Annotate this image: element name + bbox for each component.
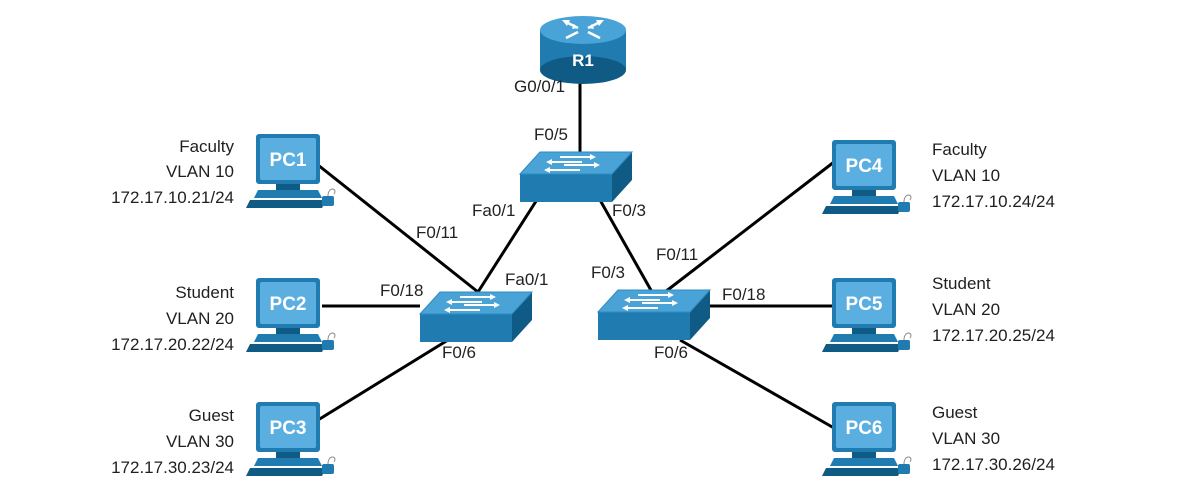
- pc3-name: PC3: [270, 418, 307, 439]
- pc5: PC5: [821, 277, 912, 353]
- pc1-vlan: VLAN 10: [166, 162, 234, 181]
- pc3-vlan: VLAN 30: [166, 432, 234, 451]
- router-arrows-icon: [562, 20, 604, 40]
- port-left-up: Fa0/1: [505, 270, 548, 289]
- pc2-ip: 172.17.20.22/24: [111, 335, 234, 354]
- link-pc4-right-switch: [664, 160, 835, 294]
- pc4-vlan: VLAN 10: [932, 166, 1000, 185]
- pc4-ip: 172.17.10.24/24: [932, 192, 1055, 211]
- router-r1: R1: [540, 16, 626, 84]
- link-top-right-switch: [598, 199, 654, 293]
- port-top-up: F0/5: [534, 125, 568, 144]
- pc6-info: Guest VLAN 30 172.17.30.26/24: [932, 403, 1055, 474]
- pc3-ip: 172.17.30.23/24: [111, 458, 234, 477]
- pc3-info: Guest VLAN 30 172.17.30.23/24: [111, 406, 234, 477]
- port-top-left: Fa0/1: [472, 201, 515, 220]
- pc1-ip: 172.17.10.21/24: [111, 188, 234, 207]
- pc6-vlan: VLAN 30: [932, 429, 1000, 448]
- pc4: PC4: [821, 139, 912, 215]
- pc1-name: PC1: [270, 150, 307, 171]
- pc1: PC1: [245, 133, 336, 209]
- pc3: PC3: [245, 401, 336, 477]
- pc4-name: PC4: [846, 156, 883, 177]
- pc4-info: Faculty VLAN 10 172.17.10.24/24: [932, 140, 1055, 211]
- pc5-ip: 172.17.20.25/24: [932, 326, 1055, 345]
- pc6-name: PC6: [846, 418, 883, 439]
- switch-right: [597, 289, 711, 341]
- port-right-up: F0/3: [591, 263, 625, 282]
- pc5-role: Student: [932, 274, 991, 293]
- pc5-name: PC5: [846, 294, 883, 315]
- pc2-name: PC2: [270, 294, 307, 315]
- pc6-ip: 172.17.30.26/24: [932, 455, 1055, 474]
- pc6-role: Guest: [932, 403, 978, 422]
- router-name: R1: [572, 51, 594, 70]
- port-left-pc2: F0/18: [380, 281, 423, 300]
- pc3-role: Guest: [189, 406, 235, 425]
- pc2-info: Student VLAN 20 172.17.20.22/24: [111, 283, 234, 354]
- link-pc6-right-switch: [679, 338, 835, 430]
- port-left-pc3: F0/6: [442, 343, 476, 362]
- pc5-vlan: VLAN 20: [932, 300, 1000, 319]
- links: [317, 75, 835, 430]
- link-pc3-left-switch: [317, 338, 449, 422]
- link-top-left-switch: [476, 194, 542, 293]
- port-left-pc1: F0/11: [416, 223, 458, 242]
- pc2-vlan: VLAN 20: [166, 309, 234, 328]
- port-top-right: F0/3: [612, 201, 646, 220]
- pc2-role: Student: [175, 283, 234, 302]
- port-right-pc6: F0/6: [654, 343, 688, 362]
- link-pc1-left-switch: [317, 163, 479, 294]
- port-r1-g001: G0/0/1: [514, 77, 565, 96]
- switch-top: [519, 151, 633, 203]
- switch-left: [419, 291, 533, 343]
- pc5-info: Student VLAN 20 172.17.20.25/24: [932, 274, 1055, 345]
- pc6: PC6: [821, 401, 912, 477]
- port-right-pc5: F0/18: [722, 285, 765, 304]
- pc2: PC2: [245, 277, 336, 353]
- port-right-pc4: F0/11: [656, 245, 698, 264]
- pc1-info: Faculty VLAN 10 172.17.10.21/24: [111, 137, 234, 207]
- pc1-role: Faculty: [179, 137, 234, 156]
- pc4-role: Faculty: [932, 140, 987, 159]
